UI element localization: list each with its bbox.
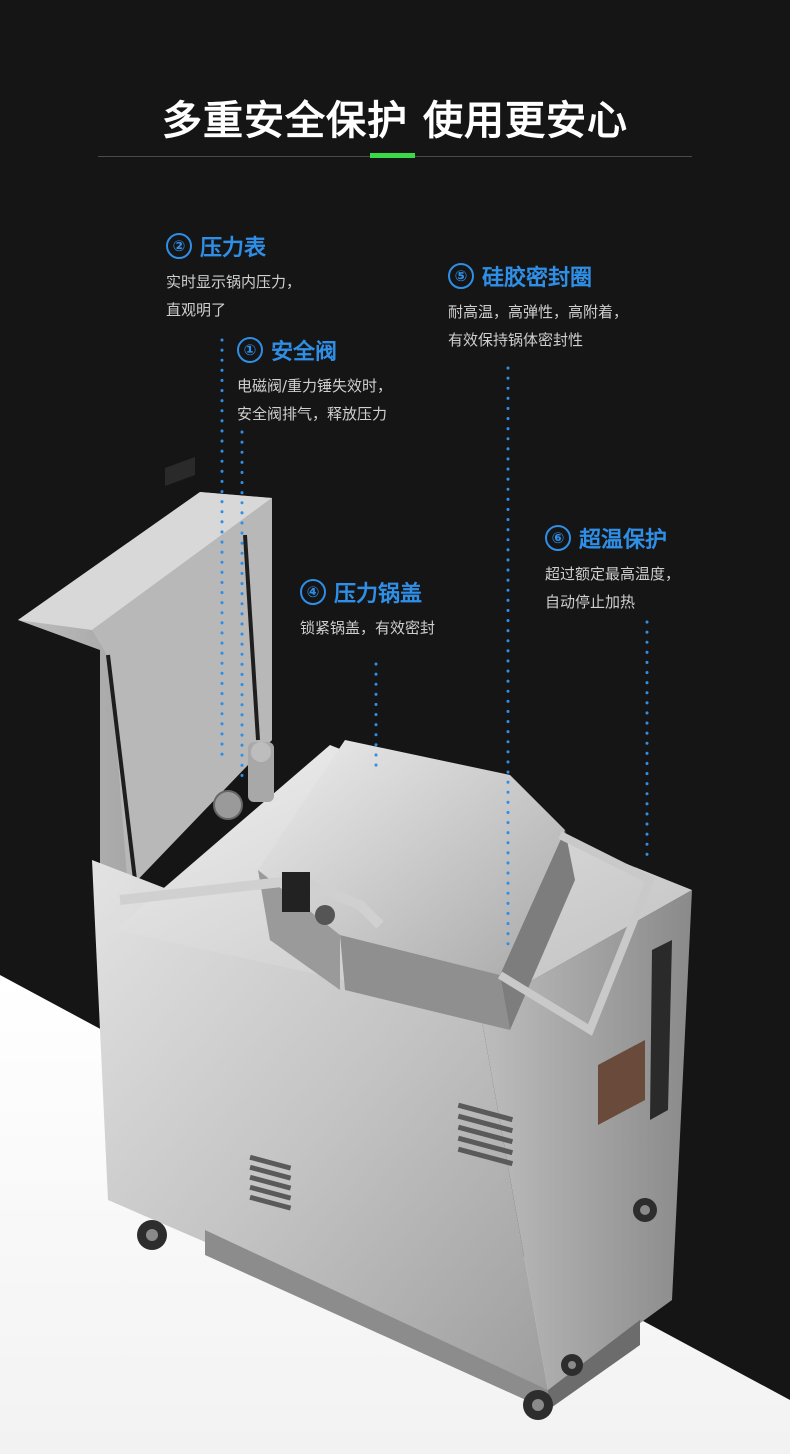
number-badge: ④ bbox=[300, 579, 326, 605]
feature-pressure-lid: ④ 压力锅盖 锁紧锅盖，有效密封 bbox=[300, 576, 435, 642]
feature-desc-line: 电磁阀/重力锤失效时， bbox=[237, 377, 393, 395]
feature-desc-line: 耐高温，高弹性，高附着， bbox=[448, 303, 629, 321]
feature-title: 硅胶密封圈 bbox=[482, 266, 593, 291]
feature-title: 压力锅盖 bbox=[334, 582, 423, 607]
number-badge: ① bbox=[237, 337, 263, 363]
feature-desc-line: 安全阀排气，释放压力 bbox=[237, 405, 388, 423]
feature-desc-line: 自动停止加热 bbox=[545, 593, 636, 611]
title-accent-bar bbox=[370, 153, 415, 158]
page-title: 多重安全保护 使用更安心 bbox=[162, 98, 628, 144]
feature-title: 压力表 bbox=[200, 236, 267, 261]
feature-desc-line: 直观明了 bbox=[166, 301, 227, 319]
feature-desc-line: 锁紧锅盖，有效密封 bbox=[300, 619, 436, 637]
number-badge: ⑤ bbox=[448, 263, 474, 289]
feature-over-temperature: ⑥ 超温保护 超过额定最高温度， 自动停止加热 bbox=[545, 522, 680, 616]
vent-front bbox=[249, 1154, 292, 1211]
number-badge: ② bbox=[166, 233, 192, 259]
feature-silicone-seal: ⑤ 硅胶密封圈 耐高温，高弹性，高附着， 有效保持锅体密封性 bbox=[448, 260, 628, 354]
feature-title: 超温保护 bbox=[579, 528, 668, 553]
feature-safety-valve: ① 安全阀 电磁阀/重力锤失效时， 安全阀排气，释放压力 bbox=[237, 334, 392, 428]
caster-wheels bbox=[137, 1198, 657, 1420]
feature-desc-line: 有效保持锅体密封性 bbox=[448, 331, 584, 349]
feature-title: 安全阀 bbox=[271, 340, 338, 365]
feature-pressure-gauge: ② 压力表 实时显示锅内压力， 直观明了 bbox=[166, 230, 301, 324]
feature-desc-line: 实时显示锅内压力， bbox=[166, 273, 302, 291]
number-badge: ⑥ bbox=[545, 525, 571, 551]
feature-desc-line: 超过额定最高温度， bbox=[545, 565, 681, 583]
